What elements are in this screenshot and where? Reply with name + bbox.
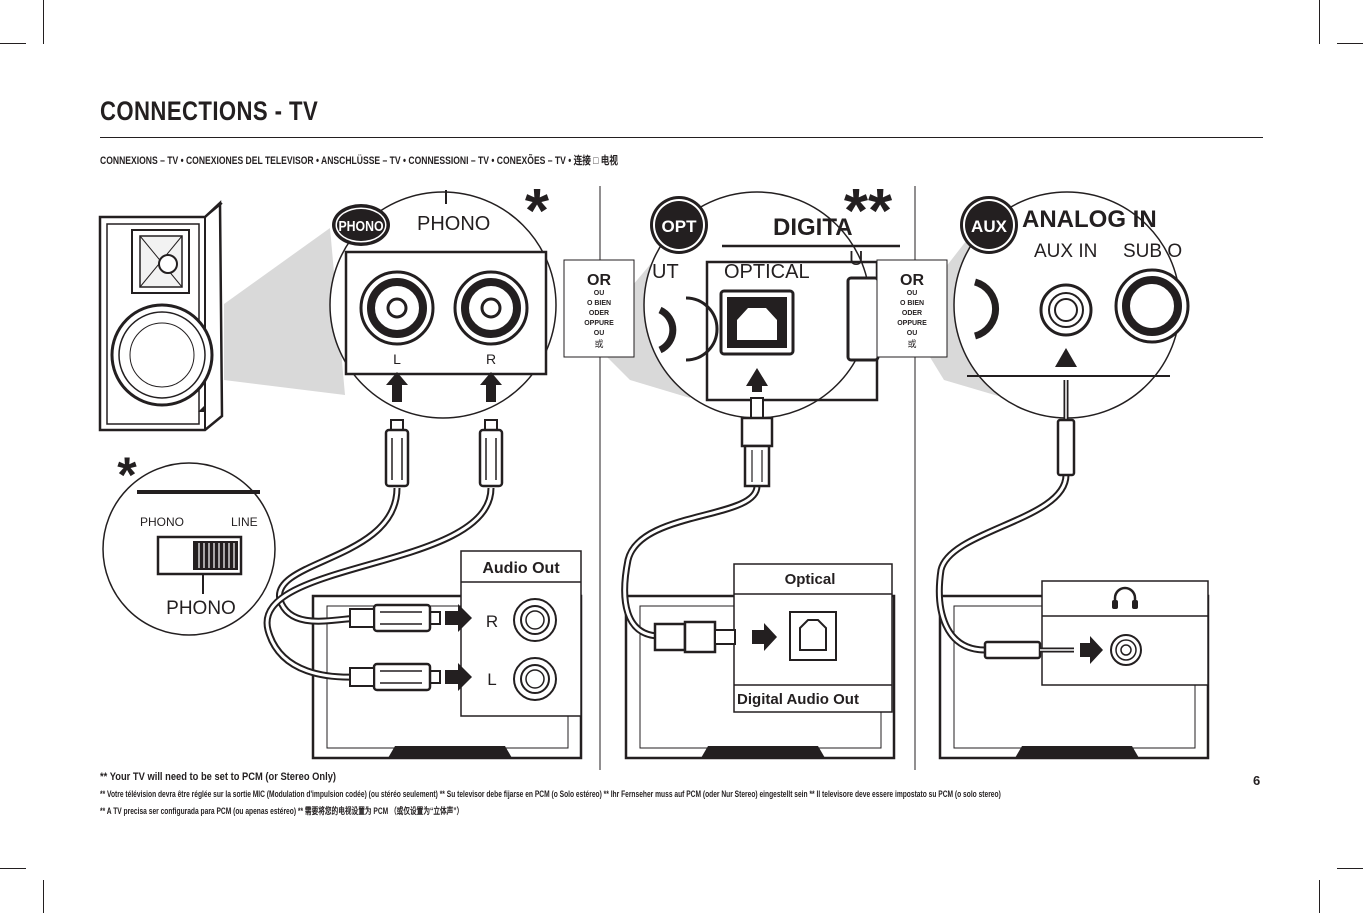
phono-badge	[332, 204, 390, 246]
switch-zoom-circle	[102, 462, 276, 636]
page-number: 6	[1253, 773, 1261, 788]
tv-jack-l-icon	[513, 657, 557, 701]
aux-plug	[983, 640, 1074, 660]
arrow-up-icon	[1055, 348, 1077, 367]
optical-port-label: OPTICAL	[724, 261, 810, 283]
or-box-line: OPPURE	[897, 320, 927, 327]
optical-plug	[653, 620, 736, 654]
page-subtitle: CONNEXIONS – TV • CONEXIONES DEL TELEVIS…	[100, 155, 618, 167]
optical-panel-title: Optical	[785, 571, 836, 588]
aux-zoom-circle	[953, 191, 1190, 419]
or-box-line: 或	[594, 338, 603, 349]
pcm-note-translations: ** Votre télévision devra être réglée su…	[100, 789, 1001, 799]
rca-plug	[384, 418, 410, 488]
or-box-line: OU	[594, 330, 605, 337]
or-box-line: ODER	[589, 310, 609, 317]
aux-plug	[1056, 380, 1076, 477]
optical-zoom-circle	[643, 191, 900, 419]
aux-jack-icon	[1039, 283, 1093, 337]
phono-zoom-circle	[329, 190, 557, 419]
rca-plug	[478, 418, 504, 488]
jack-l-label: L	[393, 351, 401, 367]
pcm-note-translations-2: ** A TV precisa ser configurada para PCM…	[100, 806, 464, 816]
arrow-up-icon	[480, 372, 502, 402]
zoom-cone	[224, 228, 345, 395]
or-box-title: OR	[900, 272, 924, 289]
jack-l-icon	[359, 270, 435, 346]
or-box-line: OPPURE	[584, 320, 614, 327]
switch-caption: PHONO	[166, 598, 236, 619]
phono-label: PHONO	[417, 213, 490, 235]
optical-plug	[740, 397, 774, 488]
speaker-icon	[98, 200, 224, 432]
tv-audio-out-panel	[460, 550, 582, 717]
pcm-note-english: ** Your TV will need to be set to PCM (o…	[100, 771, 337, 783]
title-divider	[100, 137, 1263, 138]
sub-out-label: SUB O	[1123, 241, 1182, 262]
double-asterisk-note: **	[844, 177, 893, 246]
usb-fragment-label: U	[849, 248, 863, 270]
switch-left-label: PHONO	[140, 515, 184, 529]
tv-jack-r-icon	[513, 598, 557, 642]
crop-mark	[43, 880, 44, 913]
crop-mark	[1319, 0, 1320, 44]
jack-r-label: R	[486, 351, 496, 367]
arrow-right-icon	[445, 663, 472, 691]
rca-cable	[263, 487, 495, 681]
digital-heading: DIGITA	[773, 214, 853, 241]
tv-jack-l-label: L	[487, 670, 496, 689]
jack-r-icon	[453, 270, 529, 346]
digital-audio-out-label: Digital Audio Out	[737, 691, 859, 708]
arrow-right-icon	[1080, 636, 1103, 664]
arrow-up-icon	[386, 372, 408, 402]
switch-asterisk: *	[117, 447, 137, 503]
optical-port-icon	[719, 289, 795, 356]
or-box-line: 或	[907, 338, 916, 349]
phono-badge-label: PHONO	[338, 218, 383, 234]
headphone-jack-icon	[1110, 634, 1142, 666]
sub-jack-icon	[1114, 268, 1190, 344]
rca-plug	[348, 662, 442, 692]
opt-badge-label: OPT	[662, 217, 698, 236]
audio-out-title: Audio Out	[482, 560, 560, 577]
crop-mark	[0, 868, 26, 869]
aux-cable	[935, 474, 1070, 654]
crop-mark	[1319, 880, 1320, 913]
crop-mark	[43, 0, 44, 44]
switch-right-label: LINE	[231, 515, 258, 529]
opt-badge	[650, 196, 708, 254]
analog-in-heading: ANALOG IN	[1022, 206, 1157, 233]
aux-in-label: AUX IN	[1034, 241, 1097, 262]
or-box-line: OU	[594, 290, 605, 297]
tv-headphone-panel	[1041, 580, 1209, 686]
rca-plug	[348, 603, 442, 633]
crop-mark	[1337, 43, 1363, 44]
aux-badge-label: AUX	[971, 217, 1008, 236]
or-box-title: OR	[587, 272, 611, 289]
or-box	[563, 259, 635, 358]
arrow-right-icon	[752, 623, 777, 651]
crop-mark	[1337, 868, 1363, 869]
arrow-right-icon	[445, 604, 472, 632]
or-box	[876, 259, 948, 358]
page-title: CONNECTIONS - TV	[100, 96, 319, 126]
asterisk-note: *	[525, 177, 550, 246]
or-box-line: OU	[907, 330, 918, 337]
aux-badge	[960, 196, 1018, 254]
tv-jack-r-label: R	[486, 612, 498, 631]
crop-mark	[0, 43, 26, 44]
or-box-line: O BIEN	[900, 300, 924, 307]
headphones-icon	[1112, 586, 1138, 609]
or-box-line: ODER	[902, 310, 922, 317]
optical-port-icon	[789, 611, 837, 661]
optical-cable	[621, 485, 761, 640]
arrow-up-icon	[746, 368, 768, 392]
out-fragment-label: UT	[652, 261, 679, 283]
or-box-line: O BIEN	[587, 300, 611, 307]
or-box-line: OU	[907, 290, 918, 297]
